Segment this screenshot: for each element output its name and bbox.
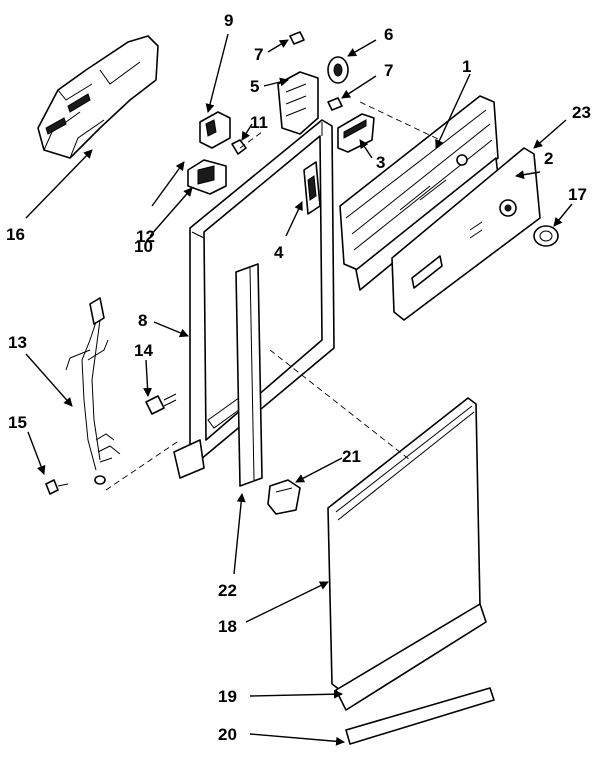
callout-11: 11: [250, 113, 268, 132]
part-20-strip: [345, 687, 495, 745]
callout-22: 22: [218, 581, 237, 600]
alignment-lines: [105, 101, 441, 491]
callout-10: 10: [134, 237, 153, 256]
callout-16: 16: [6, 225, 25, 244]
callout-20: 20: [218, 725, 237, 744]
part-18-door-panel: [327, 397, 481, 691]
callout-6: 6: [384, 25, 393, 44]
leader-5: [263, 77, 289, 87]
part-6-knob: [327, 56, 349, 84]
part-15-screw: [45, 479, 69, 495]
callout-1: 1: [462, 57, 471, 76]
part-21-clip: [267, 479, 301, 515]
callout-2: 2: [544, 149, 553, 168]
leader-21: [295, 457, 343, 483]
callout-15: 15: [8, 413, 27, 432]
leader-2: [515, 170, 541, 180]
callout-21: 21: [342, 447, 361, 466]
callout-18: 18: [218, 617, 237, 636]
part-13-wire-harness: [65, 297, 121, 485]
leader-8: [153, 321, 189, 338]
leader-22: [233, 493, 246, 575]
part-4-hinge: [303, 161, 321, 215]
leader-15: [27, 431, 46, 475]
callout-12: 12: [136, 227, 155, 246]
part-19-bottom-panel: [335, 603, 487, 711]
part-7-screw-right: [327, 97, 343, 111]
part-2-console: [391, 147, 541, 321]
leader-11: [241, 123, 253, 141]
leader-19: [249, 689, 343, 699]
leader-7b: [341, 75, 377, 99]
part-22-strip: [235, 263, 263, 487]
leader-14: [143, 359, 153, 397]
part-5-latch: [277, 71, 319, 135]
leader-23: [533, 119, 567, 149]
callout-14: 14: [134, 341, 153, 360]
leader-6: [347, 39, 377, 57]
leader-12: [151, 161, 185, 207]
part-10-bracket: [187, 159, 227, 195]
callout-13: 13: [8, 333, 27, 352]
part-8-door-frame: [173, 119, 335, 479]
callout-5: 5: [250, 77, 259, 96]
leader-18: [245, 581, 329, 623]
leader-9: [205, 33, 229, 113]
leader-1: [435, 73, 471, 149]
callout-7b: 7: [384, 61, 393, 80]
callout-19: 19: [218, 687, 237, 706]
leader-13: [25, 353, 73, 407]
part-14-plug: [145, 393, 177, 415]
part-16-housing: [37, 35, 159, 159]
callout-9: 9: [224, 11, 233, 30]
leader-20: [249, 733, 345, 746]
part-3-bracket: [337, 113, 375, 153]
callout-labels: 1 2 3 4 5 6 7 7 8 9 10 11 12 13 14 15 16…: [6, 11, 591, 744]
leader-4: [285, 201, 303, 237]
callout-23: 23: [572, 103, 591, 122]
part-1-control-panel: [339, 95, 499, 291]
part-9-switch-assembly: [199, 111, 247, 155]
part-17-knob: [533, 225, 559, 247]
callout-17: 17: [568, 185, 587, 204]
callout-4: 4: [274, 243, 284, 262]
leader-3: [359, 139, 373, 159]
leader-lines: [25, 33, 573, 746]
leader-10: [149, 187, 193, 237]
leader-16: [25, 149, 93, 219]
part-7-screw-top: [289, 31, 305, 45]
leader-17: [553, 203, 573, 227]
callout-7a: 7: [254, 45, 263, 64]
callout-3: 3: [376, 153, 385, 172]
callout-8: 8: [138, 311, 147, 330]
leader-7a: [267, 39, 289, 53]
